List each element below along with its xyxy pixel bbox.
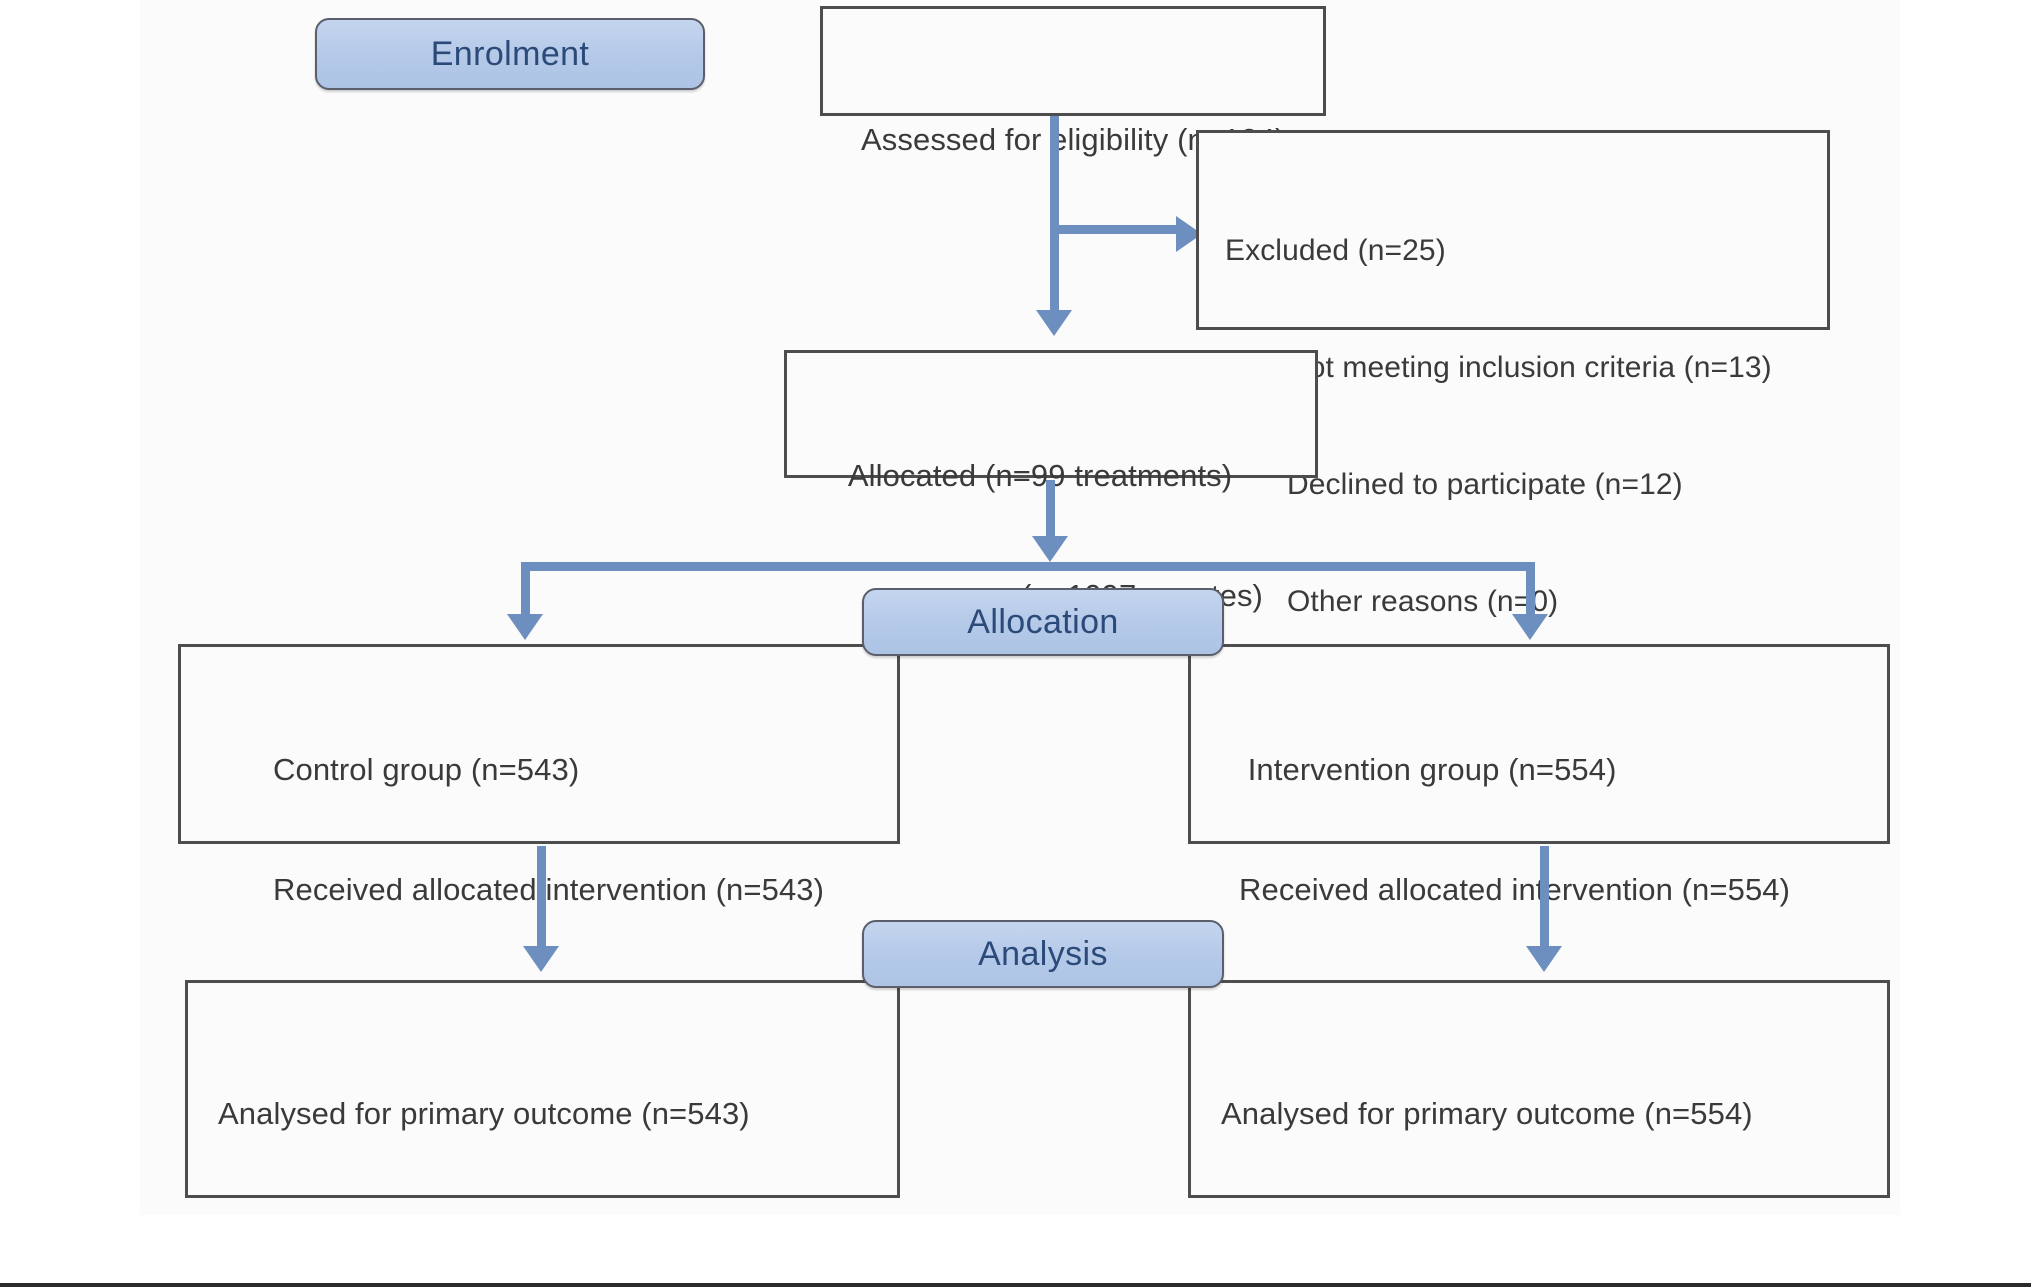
node-intervention-group: Intervention group (n=554) Received allo…	[1188, 644, 1890, 1149]
stage-label-allocation: Allocation	[862, 588, 1224, 656]
connector-allocated-down	[1046, 480, 1055, 542]
stage-label-analysis-text: Analysis	[978, 934, 1108, 973]
analysis-control-line-1: Analysed for primary outcome (n=543)	[218, 1095, 750, 1131]
node-analysis-intervention: Analysed for primary outcome (n=554) Exc…	[1188, 980, 1890, 1198]
connector-branch-left	[521, 562, 530, 620]
arrowhead-intervention-to-analysis	[1526, 946, 1562, 972]
connector-branch-right	[1526, 562, 1535, 620]
stage-label-enrolment: Enrolment	[315, 18, 705, 90]
arrowhead-branch-left	[507, 614, 543, 640]
analysis-intervention-line-1: Analysed for primary outcome (n=554)	[1221, 1095, 1753, 1131]
node-analysis-control: Analysed for primary outcome (n=543) Exc…	[185, 980, 900, 1198]
arrowhead-branch-right	[1512, 614, 1548, 640]
node-excluded: Excluded (n=25) Not meeting inclusion cr…	[1196, 130, 1830, 618]
arrowhead-control-to-analysis	[523, 946, 559, 972]
connector-assessed-trunk	[1050, 116, 1059, 316]
excluded-reason-2: Declined to participate (n=12)	[1287, 468, 1683, 501]
excluded-title: Excluded (n=25)	[1225, 234, 1446, 267]
stage-label-analysis: Analysis	[862, 920, 1224, 988]
excluded-reason-1: Not meeting inclusion criteria (n=13)	[1287, 351, 1772, 384]
connector-to-excluded	[1050, 225, 1184, 234]
excluded-reason-3: Other reasons (n=0)	[1287, 585, 1559, 618]
stage-label-enrolment-text: Enrolment	[430, 34, 590, 73]
allocated-line-1: Allocated (n=99 treatments)	[847, 457, 1233, 493]
node-control-group: Control group (n=543) Received allocated…	[178, 644, 900, 1149]
analysis-intervention-spacer	[1221, 1214, 1887, 1248]
stage-label-allocation-text: Allocation	[967, 602, 1119, 641]
arrowhead-allocated-down	[1032, 536, 1068, 562]
intervention-group-line-2: Received allocated intervention (n=554)	[1239, 872, 1791, 908]
node-assessed-for-eligibility: Assessed for eligibility (n=124)	[820, 6, 1326, 157]
connector-control-to-analysis	[537, 846, 546, 952]
control-group-line-2: Received allocated intervention (n=543)	[273, 872, 825, 908]
node-allocated: Allocated (n=99 treatments) (n=1097 oocy…	[784, 350, 1318, 613]
intervention-group-line-1: Intervention group (n=554)	[1239, 751, 1617, 787]
connector-allocation-split-bar	[521, 562, 1535, 571]
page-bottom-rule	[0, 1283, 2031, 1287]
analysis-control-spacer	[218, 1214, 897, 1248]
control-group-line-1: Control group (n=543)	[273, 751, 580, 787]
arrowhead-to-allocated	[1036, 310, 1072, 336]
connector-intervention-to-analysis	[1540, 846, 1549, 952]
